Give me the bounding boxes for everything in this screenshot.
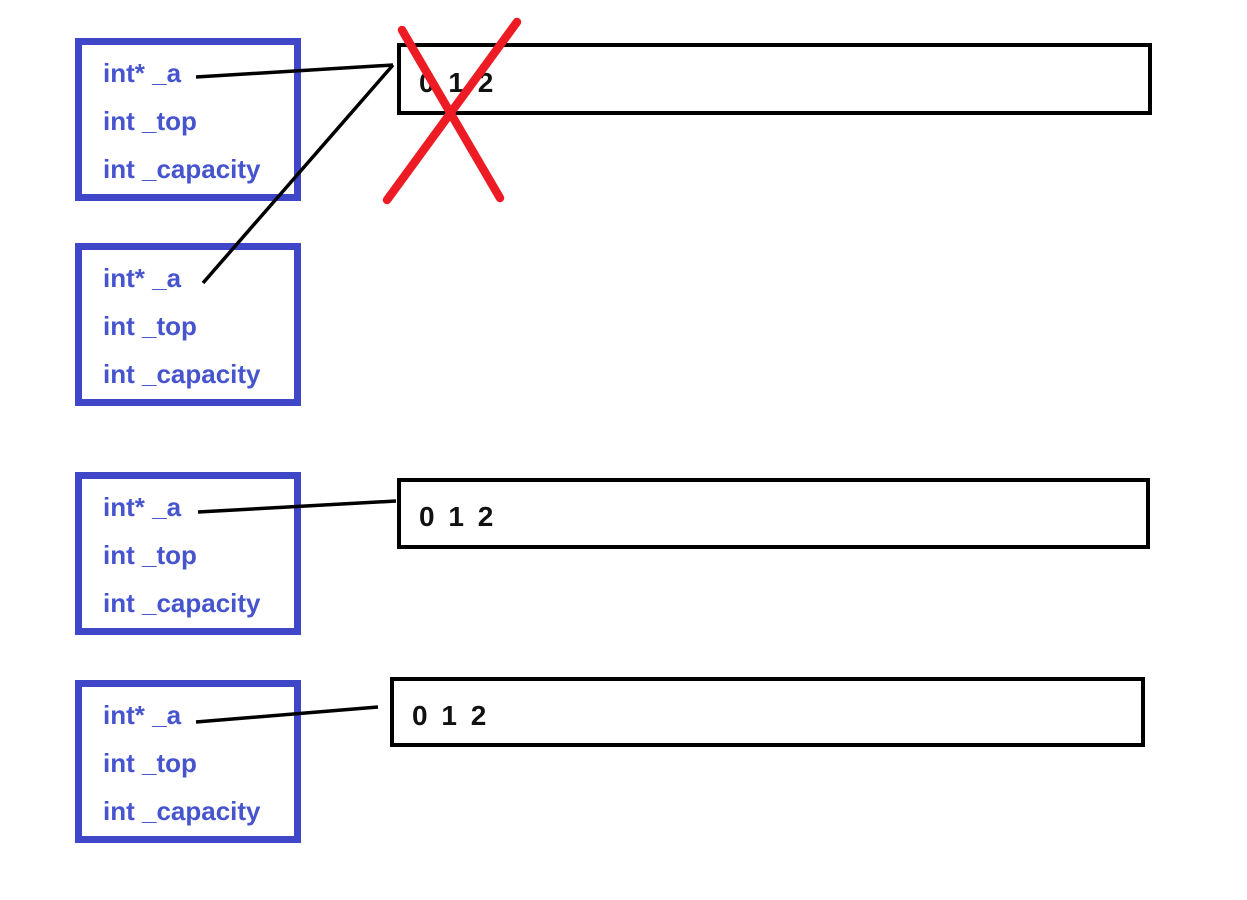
- field-a-pointer: int* _a: [103, 700, 182, 730]
- stack-box-3: int* _a int _top int _capacity: [75, 472, 301, 635]
- field-capacity: int _capacity: [103, 588, 261, 618]
- stack-box-4: int* _a int _top int _capacity: [75, 680, 301, 843]
- heap-array-1: 0 1 2: [397, 43, 1152, 115]
- field-capacity: int _capacity: [103, 796, 261, 826]
- array-index-labels: 0 1 2: [419, 501, 494, 533]
- field-top: int _top: [103, 540, 197, 570]
- array-index-labels: 0 1 2: [412, 699, 487, 731]
- field-top: int _top: [103, 106, 197, 136]
- field-a-pointer: int* _a: [103, 492, 182, 522]
- stack-box-1: int* _a int _top int _capacity: [75, 38, 301, 201]
- stack-box-2: int* _a int _top int _capacity: [75, 243, 301, 406]
- array-index-labels: 0 1 2: [419, 66, 494, 98]
- field-a-pointer: int* _a: [103, 58, 182, 88]
- field-top: int _top: [103, 311, 197, 341]
- field-capacity: int _capacity: [103, 359, 261, 389]
- field-top: int _top: [103, 748, 197, 778]
- heap-array-2: 0 1 2: [397, 478, 1150, 549]
- field-capacity: int _capacity: [103, 154, 261, 184]
- field-a-pointer: int* _a: [103, 263, 182, 293]
- heap-array-3: 0 1 2: [390, 677, 1145, 747]
